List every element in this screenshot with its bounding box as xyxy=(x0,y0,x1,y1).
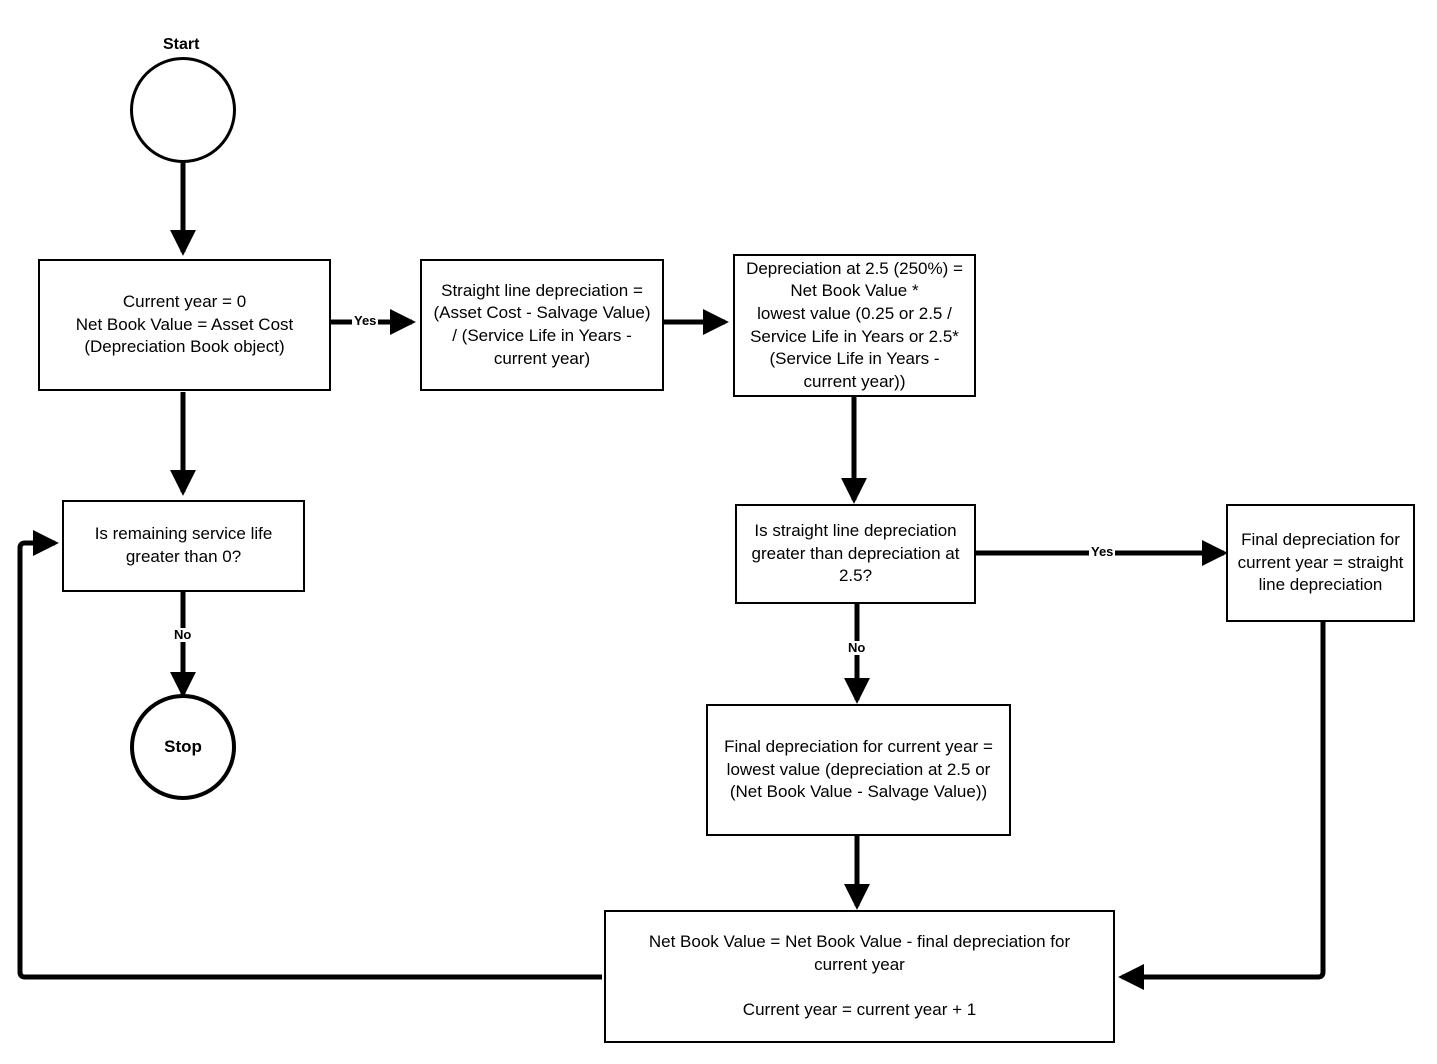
decision-straight-line-vs-250-label: Is straight line depreciation greater th… xyxy=(751,521,960,586)
edge-label-yes-init-to-straight-line: Yes xyxy=(352,313,379,329)
process-initialize-label: Current year = 0 Net Book Value = Asset … xyxy=(75,292,294,357)
decision-remaining-service-life[interactable]: Is remaining service life greater than 0… xyxy=(62,500,305,592)
process-depreciation-at-250-label: Depreciation at 2.5 (250%) = Net Book Va… xyxy=(746,258,963,391)
start-terminator[interactable] xyxy=(130,57,236,163)
stop-terminator-label: Stop xyxy=(164,736,202,756)
process-update-net-book-value-label: Net Book Value = Net Book Value - final … xyxy=(648,932,1071,1020)
process-final-depreciation-lowest-value[interactable]: Final depreciation for current year = lo… xyxy=(706,704,1011,836)
edge-label-yes-compare-to-final-straight: Yes xyxy=(1089,544,1116,560)
process-final-depreciation-lowest-value-label: Final depreciation for current year = lo… xyxy=(724,737,993,802)
decision-remaining-service-life-label: Is remaining service life greater than 0… xyxy=(94,524,273,566)
edge-final-straight-to-update xyxy=(1118,622,1326,990)
process-straight-line-depreciation-label: Straight line depreciation = (Asset Cost… xyxy=(433,280,651,368)
edge-label-no-life-to-stop: No xyxy=(172,627,194,643)
process-initialize[interactable]: Current year = 0 Net Book Value = Asset … xyxy=(38,259,331,391)
edge-label-no-compare-to-final-lowest: No xyxy=(846,640,868,656)
decision-straight-line-vs-250[interactable]: Is straight line depreciation greater th… xyxy=(735,504,976,604)
process-final-depreciation-straight-line-label: Final depreciation for current year = st… xyxy=(1237,530,1404,595)
process-update-net-book-value[interactable]: Net Book Value = Net Book Value - final … xyxy=(604,910,1115,1043)
process-depreciation-at-250[interactable]: Depreciation at 2.5 (250%) = Net Book Va… xyxy=(733,254,976,397)
start-caption: Start xyxy=(163,36,200,53)
stop-terminator[interactable]: Stop xyxy=(130,694,236,800)
process-final-depreciation-straight-line[interactable]: Final depreciation for current year = st… xyxy=(1226,504,1415,622)
process-straight-line-depreciation[interactable]: Straight line depreciation = (Asset Cost… xyxy=(420,259,664,391)
edge-update-loop-back-to-decision-life xyxy=(17,530,602,980)
